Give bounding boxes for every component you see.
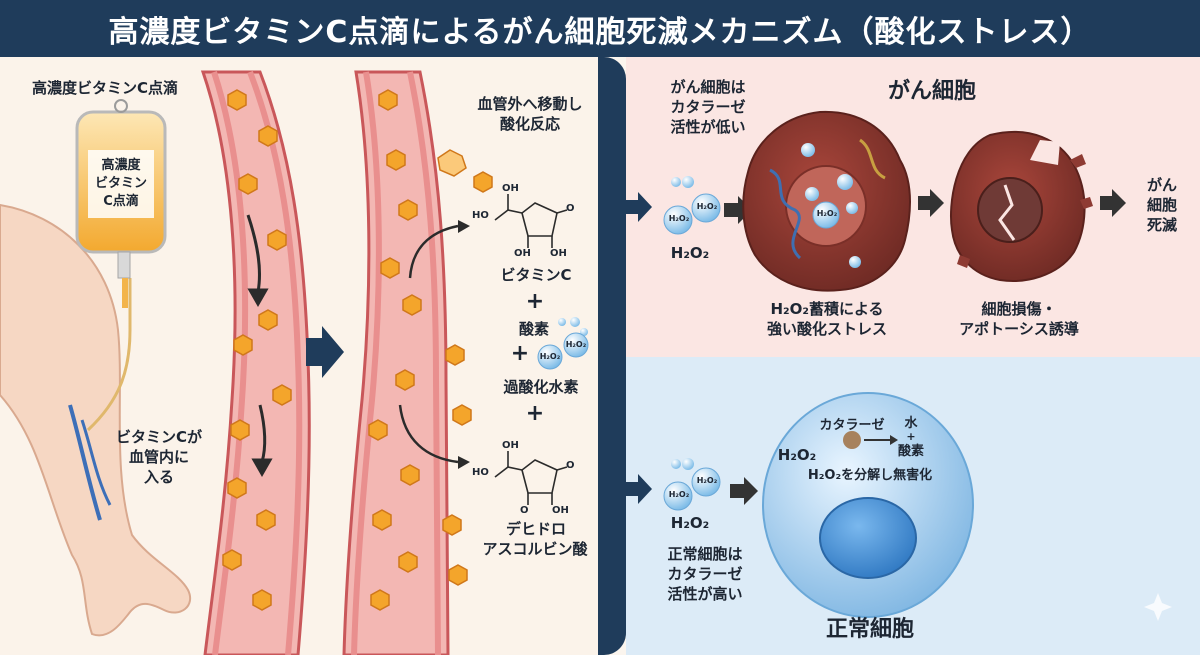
bag-label-3: C点滴 xyxy=(103,194,139,209)
arm-label-3: 入る xyxy=(143,468,174,486)
o-label: O xyxy=(566,203,575,214)
inner-plus-label: + xyxy=(906,430,916,443)
oh-label-1: OH xyxy=(514,248,531,259)
arm-label-1: ビタミンCが xyxy=(115,428,202,446)
catalase-enzyme-icon xyxy=(843,431,861,449)
reaction-heading-1: 血管外へ移動し xyxy=(477,95,583,113)
normal-catalase-2: カタラーゼ xyxy=(667,565,743,583)
arrow-right-icon-cancer xyxy=(626,192,652,222)
blood-vessel-icon xyxy=(200,70,311,655)
cancer-h2o2-bubbles xyxy=(663,176,721,235)
oh-label-3: OH xyxy=(552,505,569,516)
normal-bubble-label-1: H₂O₂ xyxy=(668,490,690,499)
plus-3: + xyxy=(525,401,545,426)
cancer-title: がん細胞 xyxy=(887,79,976,104)
bag-label-1: 高濃度 xyxy=(101,158,141,173)
flow-arrows xyxy=(246,214,273,478)
panel-divider xyxy=(598,57,626,655)
cancer-cell-icon xyxy=(742,110,911,292)
normal-h2o2-bubbles xyxy=(663,458,721,511)
vitamin-c-particles xyxy=(222,89,493,611)
arm-label-2: 血管内に xyxy=(128,448,189,466)
ho-label-3: HO xyxy=(472,467,489,478)
normal-h2o2-label: H₂O₂ xyxy=(670,514,710,532)
cancer-catalase-1: がん細胞は xyxy=(670,78,746,96)
cancer-h2o2-label: H₂O₂ xyxy=(670,244,710,262)
ho-label-2: OH xyxy=(502,183,519,194)
o-label-3: O xyxy=(520,505,529,516)
oxygen-label: 酸素 xyxy=(518,320,549,338)
damaged-cancer-cell-icon xyxy=(950,130,1093,282)
bag-label-2: ビタミン xyxy=(94,176,147,191)
death-label-2: 細胞 xyxy=(1146,196,1177,214)
plus-1: + xyxy=(525,289,545,314)
h2o2-bubble-icon xyxy=(537,317,589,370)
normal-catalase-1: 正常細胞は xyxy=(667,545,743,563)
accumulation-label-1: H₂O₂蓄積による xyxy=(770,300,884,318)
blood-vessel-icon-2 xyxy=(342,70,450,655)
peroxide-label: 過酸化水素 xyxy=(503,378,579,396)
h2o2-bubble-label-2: H₂O₂ xyxy=(565,340,587,349)
inner-oxygen-label: 酸素 xyxy=(897,444,924,459)
normal-catalase-3: 活性が高い xyxy=(667,585,743,603)
cancer-bubble-label-1: H₂O₂ xyxy=(668,214,690,223)
arrow-right-icon xyxy=(306,326,344,378)
iv-bag-icon xyxy=(75,99,167,308)
death-label-1: がん xyxy=(1146,176,1177,194)
h2o2-bubble-label-1: H₂O₂ xyxy=(539,352,561,361)
page-title: 高濃度ビタミンC点滴によるがん細胞死滅メカニズム（酸化ストレス） xyxy=(108,14,1092,50)
drip-label: 高濃度ビタミンC点滴 xyxy=(32,79,179,97)
dehydroascorbic-molecule-icon xyxy=(494,451,568,505)
o-label-2: O xyxy=(566,460,575,471)
oh-label-2: OH xyxy=(550,248,567,259)
reaction-arrows xyxy=(398,224,459,464)
normal-cell-icon xyxy=(762,392,974,618)
dha-label-1: デヒドロ xyxy=(505,520,566,538)
cancer-bubble-label-2: H₂O₂ xyxy=(696,202,718,211)
arrow-right-icon-normal xyxy=(626,474,652,504)
normal-title: 正常細胞 xyxy=(825,617,914,642)
ho-label: HO xyxy=(472,210,489,221)
accumulation-label-2: 強い酸化ストレス xyxy=(766,320,887,338)
reaction-heading-2: 酸化反応 xyxy=(499,115,560,133)
inner-h2o2-label: H₂O₂ xyxy=(777,446,817,464)
iv-tube xyxy=(86,278,132,432)
inner-description: H₂O₂を分解し無害化 xyxy=(807,468,933,483)
inner-enzyme-label: カタラーゼ xyxy=(819,418,885,433)
ho-label-4: OH xyxy=(502,440,519,451)
inner-water-label: 水 xyxy=(904,416,918,431)
arm-icon xyxy=(0,203,191,637)
sparkle-icon xyxy=(1144,593,1172,621)
title-bar: 高濃度ビタミンC点滴によるがん細胞死滅メカニズム（酸化ストレス） xyxy=(0,0,1200,57)
vitamin-c-molecule-icon xyxy=(494,194,568,248)
cancer-inner-bubble-label: H₂O₂ xyxy=(816,209,838,218)
cancer-catalase-2: カタラーゼ xyxy=(670,98,746,116)
damage-label-2: アポトーシス誘導 xyxy=(959,320,1079,338)
cancer-catalase-3: 活性が低い xyxy=(670,118,746,136)
normal-bubble-label-2: H₂O₂ xyxy=(696,476,718,485)
dha-label-2: アスコルビン酸 xyxy=(482,540,588,558)
plus-2: + xyxy=(510,341,530,366)
damage-label-1: 細胞損傷・ xyxy=(981,300,1057,318)
vitamin-c-label: ビタミンC xyxy=(500,266,572,284)
arrow-right-icon-normal-2 xyxy=(730,477,758,505)
death-label-3: 死滅 xyxy=(1146,216,1177,234)
